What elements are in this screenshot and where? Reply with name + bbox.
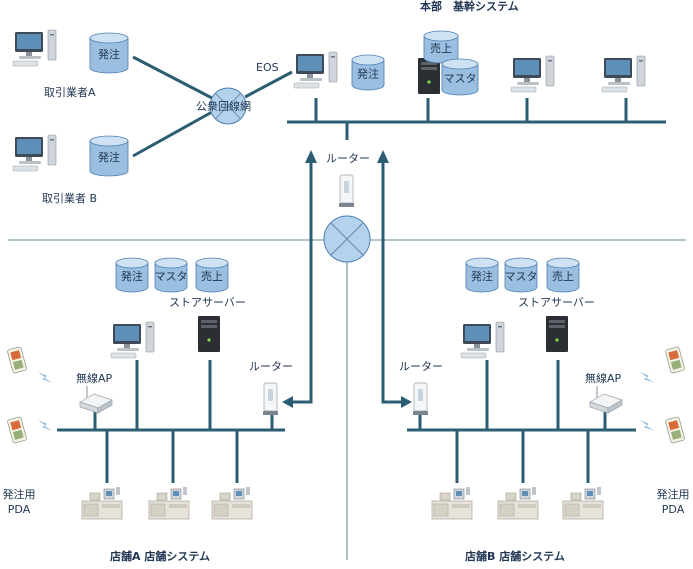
partner-b-pc-icon [12,134,57,172]
wireless-signal-icon [640,372,655,383]
store-b-db: 発注 [465,257,499,293]
hq-order-db-label: 発注 [357,67,379,81]
partner-b-db-label: 発注 [98,150,120,164]
store-a-pda-label-line1: 発注用 [2,488,36,501]
store-b-db-label: マスタ [505,270,538,283]
wireless-signal-icon [38,420,53,431]
store-a-db-label: 発注 [121,269,143,283]
hq-router-label: ルーター [326,152,370,165]
hq-master-db-label: マスタ [444,72,477,85]
store-a-pda-icon [6,416,28,444]
store-b-pc-icon [460,321,505,359]
store-b-db-label: 売上 [552,270,574,283]
link-arrow-store-b [381,160,404,404]
eos-label: EOS [256,61,279,74]
public-line-label: 公衆回線網 [196,100,251,113]
store-b-ap-label: 無線AP [585,372,622,385]
hq-order-db: 発注 [351,54,385,91]
store-b-caption: 店舗B 店舗システム [465,550,565,563]
store-a-db: 売上 [195,257,229,293]
store-b-pda-label-line1: 発注用 [656,488,690,501]
hq-sales-db: 売上 [423,30,459,64]
partner-a-name: 取引業者A [44,86,96,99]
store-a-pda-label-line2: PDA [7,503,31,516]
store-b-server-icon [546,316,568,352]
store-a-db: マスタ [155,257,188,293]
hq-router-icon [338,174,355,208]
store-a-db: 発注 [115,257,149,293]
hq-eos-pc-icon [293,51,338,89]
store-b-pos-icon [562,486,604,520]
hq-pc-icon [510,55,555,93]
hq-pc-icon [601,55,646,93]
hq-title: 本部 基幹システム [420,0,519,13]
wan-node [323,215,371,263]
store-a-db-label: マスタ [155,270,188,283]
store-a-router-icon [262,382,279,416]
store-a-ap-label: 無線AP [76,372,113,385]
store-b-ap-icon [589,385,623,414]
hq-server-icon [418,58,440,94]
store-a-pos-icon [211,486,253,520]
store-a-pos-icon [148,486,190,520]
store-a-pc-icon [110,321,155,359]
store-a-server-icon [198,316,220,352]
store-b-db-label: 発注 [471,269,493,283]
store-b-pda-icon [664,416,686,444]
hq-sales-db-label: 売上 [430,42,452,55]
store-b-router-label: ルーター [399,360,443,373]
store-b-db: 売上 [546,257,580,293]
store-b-pda-icon [664,346,686,374]
store-a-db-label: 売上 [201,270,223,283]
partner-b-name: 取引業者 B [42,192,98,205]
store-b-db: マスタ [505,257,538,293]
store-a-pos-icon [81,486,123,520]
wireless-signal-icon [38,372,53,383]
store-b-router-icon [412,382,429,416]
store-b-pda-label-line2: PDA [661,503,685,516]
store-a-server-label: ストアサーバー [169,296,246,309]
store-a-router-label: ルーター [249,360,293,373]
store-b-server-label: ストアサーバー [518,296,595,309]
partner-a-db: 発注 [89,32,129,74]
partner-a-pc-icon [12,29,57,67]
store-a-ap-icon [79,385,113,414]
link-arrow-store-a [290,160,313,404]
partner-a-db-label: 発注 [98,47,120,61]
partner-b-db: 発注 [89,135,129,177]
store-a-caption: 店舗A 店舗システム [110,550,211,563]
public-network-node [209,87,247,125]
hq-master-db: マスタ [441,58,479,96]
store-b-pos-icon [497,486,539,520]
wireless-signal-icon [640,420,655,431]
store-a-pda-icon [6,346,28,374]
store-b-pos-icon [431,486,473,520]
